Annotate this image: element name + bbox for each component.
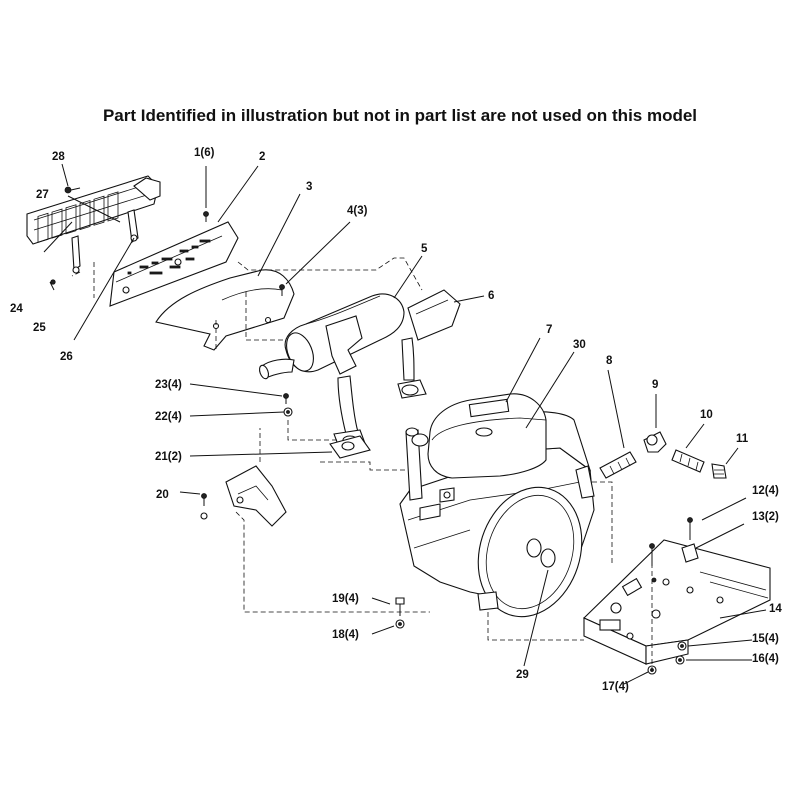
part-2-shield-plate [109, 221, 239, 307]
part-1-screw [203, 211, 209, 222]
callout-15: 15(4) [752, 633, 779, 645]
part-16-nut [675, 655, 685, 665]
part-4-screw [279, 284, 285, 296]
callout-12: 12(4) [752, 485, 779, 497]
part-21-gasket [329, 435, 371, 459]
callout-25: 25 [33, 322, 46, 334]
callout-10: 10 [700, 409, 713, 421]
callout-8: 8 [606, 355, 613, 367]
callout-5: 5 [421, 243, 428, 255]
part-5-muffler [237, 257, 427, 451]
part-11-cap [711, 463, 727, 479]
part-28-screw [64, 186, 81, 194]
callout-17: 17(4) [602, 681, 629, 693]
callout-20: 20 [156, 489, 169, 501]
callout-29: 29 [516, 669, 529, 681]
part-24-grille-shield [26, 175, 161, 245]
callout-11: 11 [736, 433, 749, 445]
part-25-screw [50, 279, 56, 285]
part-19-screw [395, 597, 405, 616]
callout-26: 26 [60, 351, 73, 363]
callout-22: 22(4) [155, 411, 182, 423]
callout-24: 24 [10, 303, 23, 315]
part-15-washer [677, 641, 687, 651]
callout-21: 21(2) [155, 451, 182, 463]
callout-27: 27 [36, 189, 49, 201]
callout-14: 14 [769, 603, 782, 615]
callout-labels: 28 27 24 25 26 1(6) 2 3 4(3) 5 6 7 30 8 … [10, 147, 782, 693]
callout-6: 6 [488, 290, 494, 302]
diagram-title: Part Identified in illustration but not … [102, 106, 698, 125]
callout-2: 2 [259, 151, 265, 163]
part-10-hose [671, 449, 705, 473]
part-13-clip [681, 543, 699, 563]
callout-16: 16(4) [752, 653, 779, 665]
leader-lines [43, 163, 767, 685]
part-9-elbow [643, 431, 667, 453]
callout-30: 30 [573, 339, 586, 351]
callout-13: 13(2) [752, 511, 779, 523]
callout-1: 1(6) [194, 147, 215, 159]
callout-7: 7 [546, 324, 552, 336]
part-8-fitting [599, 451, 637, 479]
callout-9: 9 [652, 379, 658, 391]
callout-4: 4(3) [347, 205, 368, 217]
part-23-screw [283, 393, 289, 404]
callout-23: 23(4) [155, 379, 182, 391]
part-6-cover [407, 289, 461, 341]
part-30-air-cleaner-cover [411, 393, 547, 479]
part-14-mounting-plate [583, 539, 771, 665]
callout-19: 19(4) [332, 593, 359, 605]
callout-3: 3 [306, 181, 312, 193]
part-3-heat-shield [155, 269, 295, 351]
callout-28: 28 [52, 151, 65, 163]
part-18-washer [395, 619, 405, 629]
callout-18: 18(4) [332, 629, 359, 641]
part-22-washer [283, 407, 293, 417]
part-20-bracket [200, 428, 430, 613]
